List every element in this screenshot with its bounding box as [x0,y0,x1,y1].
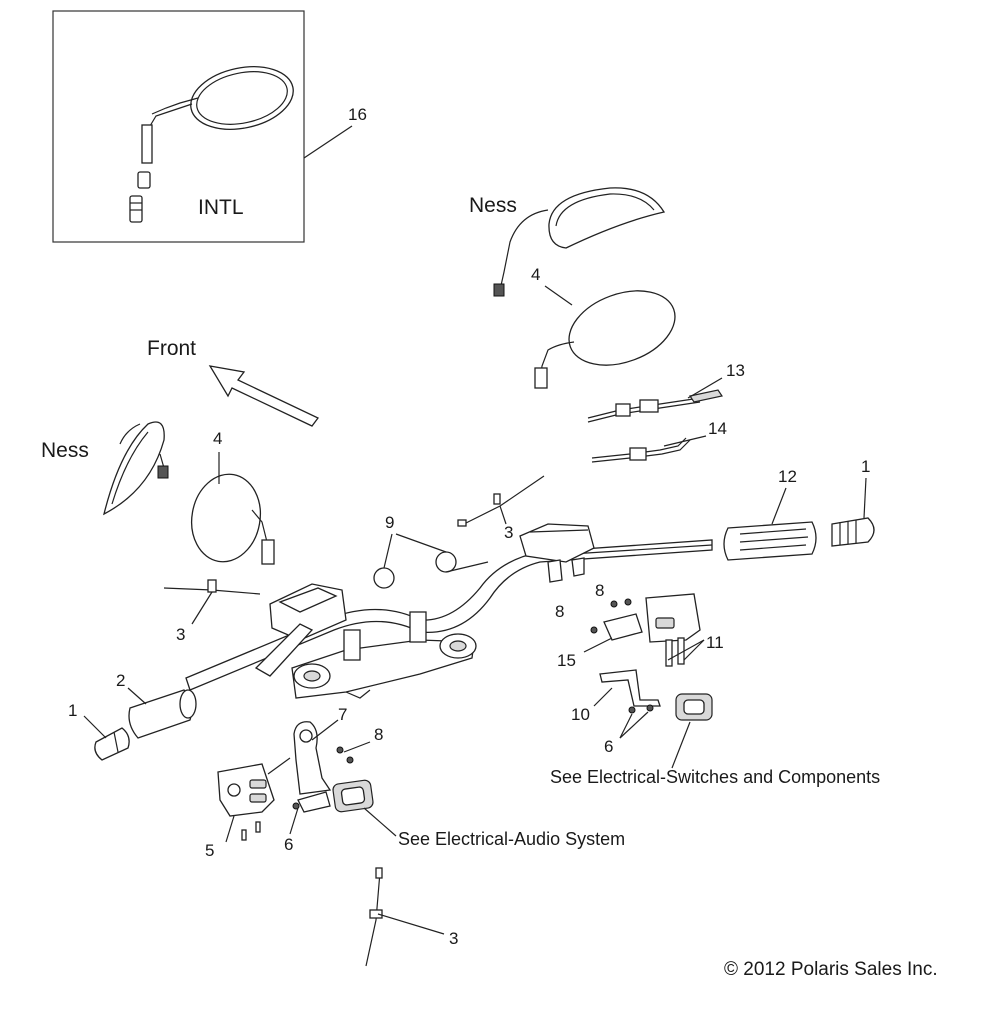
note-switches: See Electrical-Switches and Components [550,767,881,787]
leader-13 [687,377,723,399]
callout-7: 7 [338,705,348,724]
leader-10 [593,687,613,707]
callout-1-right: 1 [861,457,871,476]
callout-11: 11 [706,633,724,652]
front-arrow [208,365,319,427]
leader-audio [363,807,397,837]
leader-15 [583,637,613,653]
copyright: © 2012 Polaris Sales Inc. [724,959,938,980]
bar-end-1-left [94,727,130,761]
cable-13 [587,389,723,423]
callout-4-left: 4 [213,429,223,448]
mirror-4-top [534,290,676,389]
bracket-15 [590,598,643,641]
callout-1-left: 1 [68,701,78,720]
switch-housing-right [645,593,701,667]
right-master-cylinder [519,523,595,583]
callout-6-left: 6 [284,835,294,854]
cable-14 [591,437,691,463]
leader-switches [671,721,691,769]
callout-3-left: 3 [176,625,186,644]
leader-4-top [544,285,573,306]
note-audio: See Electrical-Audio System [398,829,626,849]
callout-3-mid: 3 [504,523,514,542]
leader-1-left [83,715,107,739]
clips-9 [373,551,489,589]
callout-3-bottom: 3 [449,929,459,948]
cable-tie-3-mid [457,475,545,527]
leader-2 [127,687,147,705]
leader-7b [267,757,291,775]
bar-end-1-right [831,517,875,547]
leader-6-right-a [619,713,633,739]
leader-6-right-b [619,711,649,739]
switch-housing-left [217,763,275,841]
leader-8-left [343,741,371,753]
label-intl: INTL [198,196,244,219]
grip-2 [128,689,197,739]
left-master-cylinder [254,583,347,677]
intl-mirror [129,66,294,223]
callout-13: 13 [726,361,745,380]
ness-mirror-top [493,187,666,297]
leader-16 [303,125,353,159]
callout-8-b: 8 [555,602,565,621]
leader-12 [771,487,787,525]
callout-6-right: 6 [604,737,614,756]
screws-8-left [336,746,354,764]
callout-4-top: 4 [531,265,541,284]
leader-14 [663,435,707,447]
triple-clamp [291,611,477,699]
callout-10: 10 [571,705,590,724]
callout-12: 12 [778,467,797,486]
leader-3-bottom [377,913,445,935]
leader-3-left [191,591,213,625]
leader-6-left [289,807,299,835]
cable-tie-3-left [163,579,261,595]
callout-15: 15 [557,651,576,670]
callout-9: 9 [385,513,395,532]
mirror-4-left [191,473,275,565]
audio-switch [292,779,374,813]
callout-5: 5 [205,841,215,860]
leader-11a [667,639,705,661]
leader-7 [311,719,339,741]
ness-mirror-left [103,421,169,516]
grip-12 [723,521,817,561]
bracket-10 [599,669,713,721]
intl-inset-box [52,10,305,243]
cable-tie-3-bottom [365,867,383,967]
leader-9b [395,533,447,553]
bracket-7 [293,721,332,795]
leader-9a [383,533,393,569]
label-front: Front [147,337,197,360]
callout-8-c: 8 [374,725,384,744]
leader-1-right [863,477,867,519]
callout-16: 16 [348,105,367,124]
callout-8-a: 8 [595,581,605,600]
label-ness-left: Ness [41,439,89,462]
label-ness-top: Ness [469,194,517,217]
callout-2: 2 [116,671,126,690]
leader-11b [683,639,705,661]
callout-14: 14 [708,419,727,438]
leader-3-mid [499,505,507,525]
leader-5 [225,815,235,843]
